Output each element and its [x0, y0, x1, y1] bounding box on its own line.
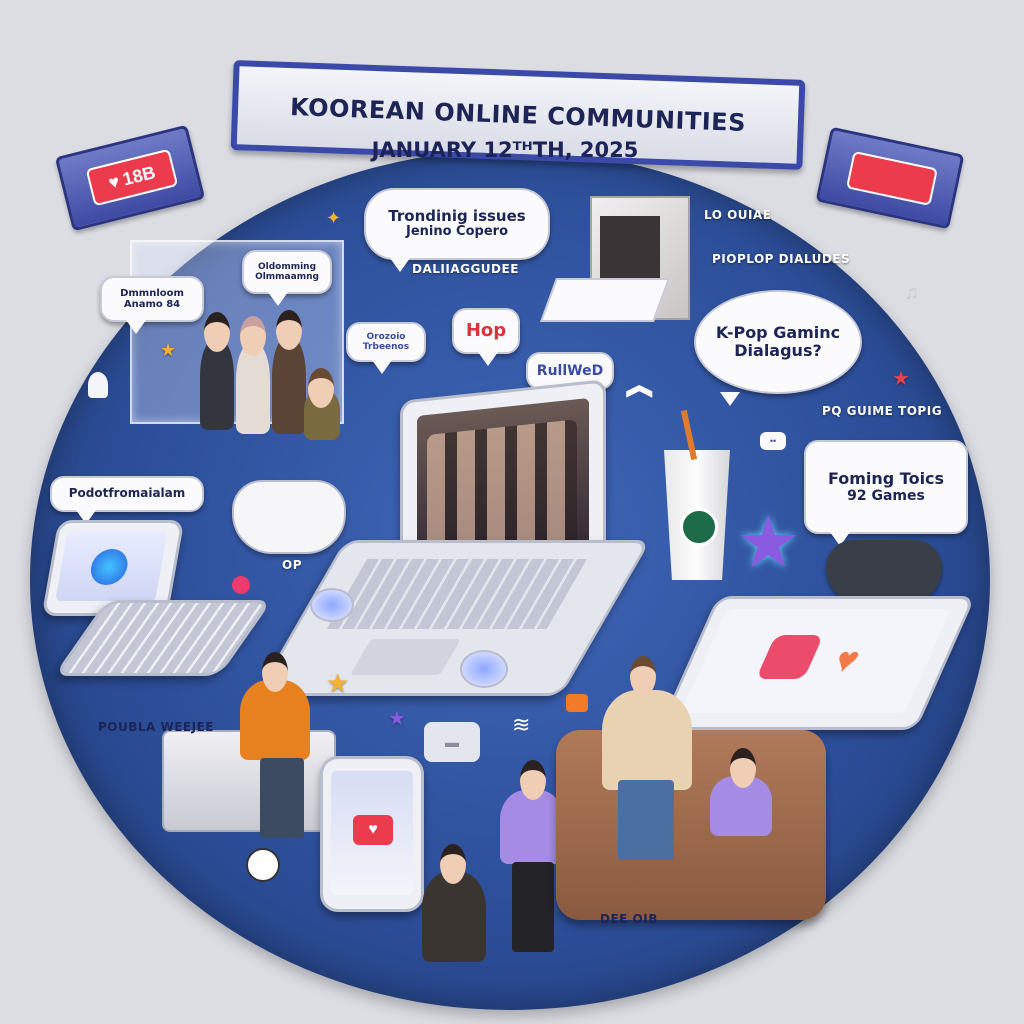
star-icon-2: ★ — [326, 668, 350, 698]
label-piplop: PIOPLOP DIALUDES — [712, 252, 851, 266]
location-pin-icon — [232, 576, 250, 594]
star-icon: ★ — [892, 368, 910, 390]
laptop-main — [254, 379, 660, 720]
trending-bubble: Trondinig issues Jenino Copero — [364, 188, 550, 272]
page-title: KOOREAN ONLINE COMMUNITIES — [289, 93, 747, 137]
chat-bubble-icon: ▬ — [424, 722, 480, 762]
person-purple-jacket — [490, 750, 580, 970]
star-icon-3: ★ — [388, 708, 406, 730]
small-bubble-left: Orozoio Trbeenos — [346, 322, 426, 374]
wifi-icon-2: ≋ — [512, 712, 531, 737]
label-poubla: POUBLA WEEJEE — [98, 720, 214, 734]
soccer-ball-icon — [246, 848, 280, 882]
app-logo-icon — [88, 549, 131, 585]
chat-icon: •• — [760, 432, 786, 450]
kiosk-base — [539, 278, 671, 322]
starbucks-logo-icon — [680, 508, 718, 546]
person-lavender-sweater — [690, 740, 790, 860]
glass-bubble-left: Dmmnloom Anamo 84 — [100, 276, 204, 334]
label-daliaggudee: DALIIAGGUDEE — [412, 262, 519, 276]
people-group — [200, 300, 340, 460]
nfc-badge-icon-2 — [460, 650, 508, 688]
laptop-left — [40, 520, 273, 680]
hop-bubble: Hop — [452, 308, 520, 366]
label-lo-ouiae: LO OUIAE — [704, 208, 772, 222]
kpop-gaming-bubble: K-Pop Gaminc Dialagus? — [694, 290, 862, 406]
nfc-badge-icon — [310, 588, 354, 622]
app-logo-icon-2 — [755, 635, 824, 679]
notification-icon — [566, 694, 588, 712]
ribbon-left: ♥ 18B — [54, 124, 206, 232]
heart-icon-2: ♥ — [827, 639, 868, 680]
label-dee: DEE OIB — [600, 912, 658, 926]
label-pq-game: PQ GUIME TOPIG — [822, 404, 943, 418]
label-op: OP — [282, 558, 302, 572]
ribbon-right-badge — [845, 150, 938, 206]
person-dark-coat — [416, 838, 496, 968]
person-orange-jacket — [230, 650, 330, 850]
ribbon-right — [815, 126, 965, 230]
date-text: JANUARY 12ᵀᴴTH, 2025 — [371, 138, 639, 162]
music-note-icon: ♫ — [904, 282, 919, 304]
podium-bubble: Podotfromaialam — [50, 476, 204, 524]
glass-bubble-right: Oldomming Olmmaamng — [242, 250, 332, 306]
sparkle-icon: ✦ — [326, 208, 342, 228]
star-icon-4: ★ — [160, 340, 177, 360]
phone: ♥ — [320, 756, 424, 912]
gamepad-icon — [232, 480, 346, 554]
ghost-icon — [88, 372, 108, 398]
gamepad-dark-icon — [826, 540, 942, 604]
heart-icon-3: ♥ — [353, 815, 393, 845]
ribbon-left-badge: ♥ 18B — [85, 148, 179, 207]
forming-bubble: Foming Toics 92 Games — [804, 440, 968, 546]
person-beige-jacket — [596, 650, 706, 880]
heart-icon: ♥ — [106, 170, 122, 193]
coffee-cup — [664, 450, 730, 580]
holo-star-icon: ★ — [736, 503, 801, 583]
